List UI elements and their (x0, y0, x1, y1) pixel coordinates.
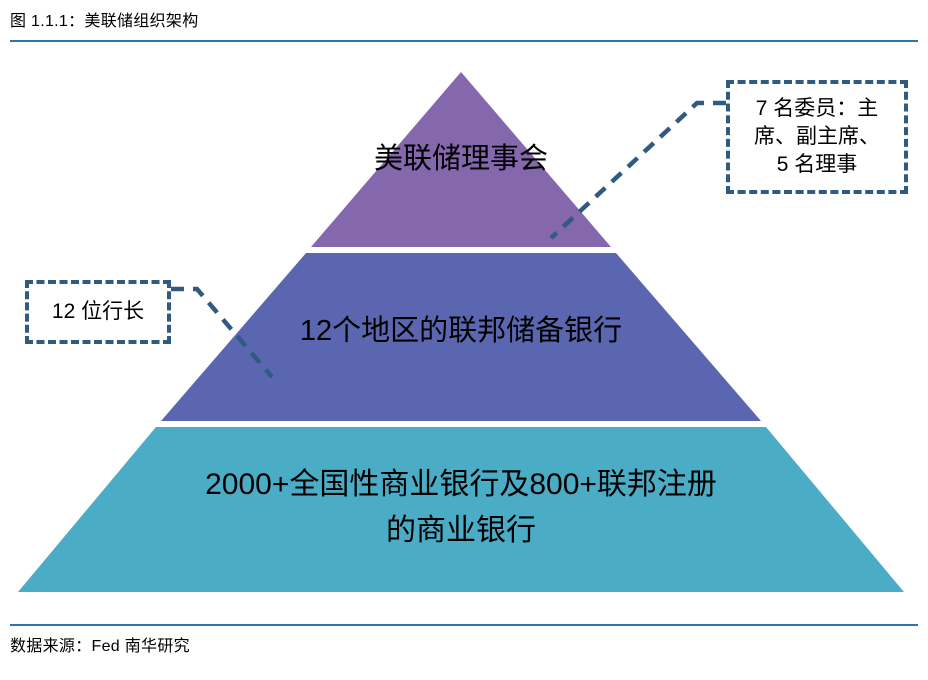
connector-board-members (549, 100, 726, 240)
pyramid-tier-regional-banks (161, 253, 761, 421)
figure-title: 图 1.1.1：美联储组织架构 (10, 13, 199, 30)
footer-rule (10, 624, 918, 626)
callout-board-members-text: 7 名委员：主 席、副主席、 5 名理事 (754, 97, 880, 176)
pyramid-tier-member-banks (18, 427, 904, 592)
source-note: 数据来源：Fed 南华研究 (10, 638, 190, 655)
title-rule (10, 40, 918, 42)
callout-governors: 12 位行长 (25, 280, 171, 344)
callout-governors-text: 12 位行长 (51, 300, 145, 323)
callout-board-members: 7 名委员：主 席、副主席、 5 名理事 (726, 80, 908, 194)
pyramid-tier-board (311, 72, 611, 247)
connector-governors (171, 286, 274, 379)
